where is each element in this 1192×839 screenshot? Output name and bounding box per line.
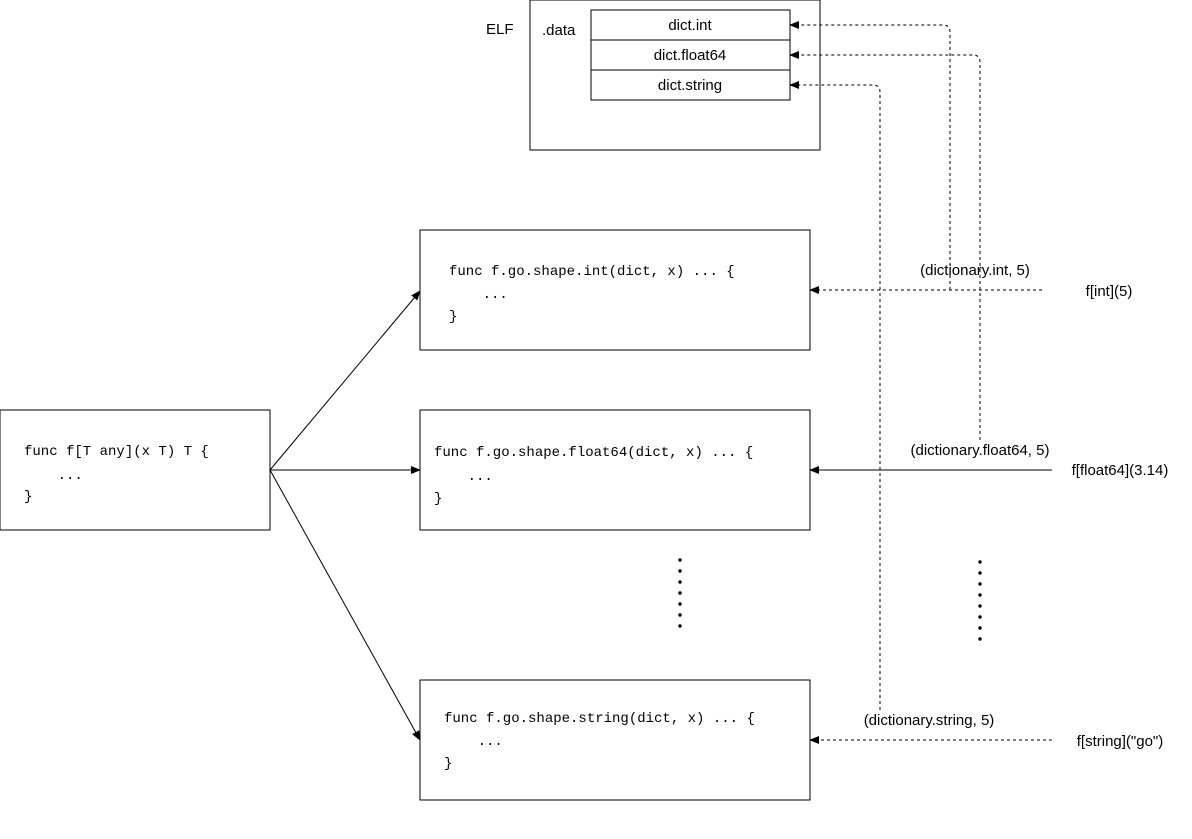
shape-string: func f.go.shape.string(dict, x) ... { ..…	[419, 679, 811, 801]
call-args-string: (dictionary.string, 5)	[864, 712, 995, 729]
arrow-generic-to-string	[269, 469, 421, 741]
generic-func-line-1: func f[T any](x T) T {	[24, 444, 209, 460]
call-site-int: f[int](5)	[1086, 283, 1133, 300]
call-site-string: f[string]("go")	[1077, 733, 1164, 750]
ellipsis-dot	[978, 560, 982, 564]
generic-func-line-2: ...	[24, 468, 83, 484]
ellipsis-dot	[978, 615, 982, 619]
shape-float64: func f.go.shape.float64(dict, x) ... { .…	[419, 409, 811, 531]
ellipsis-dot	[678, 624, 682, 628]
ellipsis-calls	[978, 560, 982, 641]
dict-string-cell	[590, 69, 791, 101]
shape-int-line-2: ...	[449, 287, 508, 303]
dict-ref-float64-line	[789, 51, 981, 440]
generic-func: func f[T any](x T) T { ... }	[0, 409, 271, 531]
shape-int-line-3: }	[449, 309, 457, 325]
dict-ref-string-line	[789, 81, 881, 710]
dict-entry-string: dict.string	[658, 77, 722, 94]
shape-int: func f.go.shape.int(dict, x) ... { ... }	[419, 229, 811, 351]
ellipsis-dot	[678, 558, 682, 562]
arrow-generic-to-int	[269, 290, 421, 471]
ellipsis-dot	[678, 580, 682, 584]
ellipsis-dot	[678, 602, 682, 606]
dict-ref-int-line	[789, 21, 951, 290]
generic-func-line-3: }	[24, 489, 32, 505]
ellipsis-dot	[978, 593, 982, 597]
ellipsis-dot	[678, 613, 682, 617]
call-site-float64: f[float64](3.14)	[1072, 462, 1169, 479]
ellipsis-dot	[978, 582, 982, 586]
ellipsis-dot	[678, 569, 682, 573]
call-args-int: (dictionary.int, 5)	[920, 262, 1030, 279]
shape-string-line-1: func f.go.shape.string(dict, x) ... {	[444, 711, 755, 727]
shape-string-box	[419, 679, 811, 801]
ellipsis-dot	[978, 626, 982, 630]
shape-float64-line-2: ...	[434, 469, 493, 485]
ellipsis-shapes	[678, 558, 682, 628]
shape-int-line-1: func f.go.shape.int(dict, x) ... {	[449, 264, 735, 280]
shape-string-line-2: ...	[444, 734, 503, 750]
elf-label: ELF	[486, 21, 514, 38]
dict-int-cell	[590, 9, 791, 41]
dict-entry-int: dict.int	[668, 17, 712, 34]
generic-func-box	[0, 409, 271, 531]
call-args-float64: (dictionary.float64, 5)	[911, 442, 1050, 459]
shape-float64-line-1: func f.go.shape.float64(dict, x) ... {	[434, 445, 753, 461]
ellipsis-dot	[978, 637, 982, 641]
ellipsis-dot	[978, 571, 982, 575]
shape-string-line-3: }	[444, 756, 452, 772]
dict-entry-float64: dict.float64	[654, 47, 727, 64]
data-section-label: .data	[542, 22, 576, 39]
shape-float64-line-3: }	[434, 491, 442, 507]
elf-section: ELF .data dict.int dict.float64 dict.str…	[486, 0, 821, 151]
ellipsis-dot	[978, 604, 982, 608]
ellipsis-dot	[678, 591, 682, 595]
